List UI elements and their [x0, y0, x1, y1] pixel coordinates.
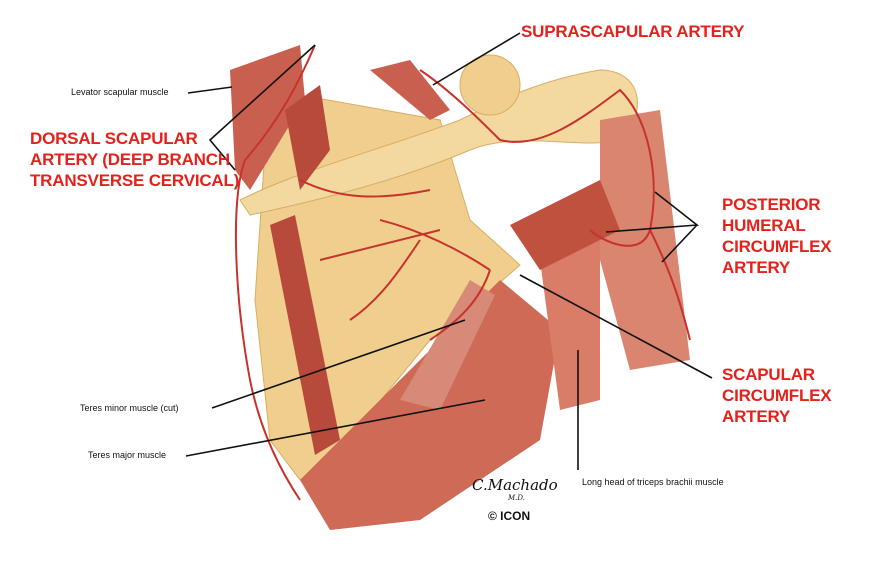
- humeral-head: [459, 54, 521, 116]
- label-levator-scapulae: Levator scapular muscle: [71, 87, 169, 97]
- triceps-long-head: [540, 240, 600, 410]
- label-suprascapular-artery: SUPRASCAPULAR ARTERY: [521, 22, 745, 41]
- label-line: ARTERY: [722, 407, 791, 426]
- label-line: ARTERY: [722, 258, 791, 277]
- label-line: TRANSVERSE CERVICAL): [30, 171, 240, 190]
- label-dorsal-scapular-artery: DORSAL SCAPULAR ARTERY (DEEP BRANCH TRAN…: [30, 128, 239, 191]
- arteries: [234, 44, 691, 501]
- label-line: SCAPULAR: [722, 365, 815, 384]
- label-line: POSTERIOR: [722, 195, 821, 214]
- label-posterior-humeral-circumflex-artery: POSTERIOR HUMERAL CIRCUMFLEX ARTERY: [722, 194, 832, 278]
- label-line: ARTERY (DEEP BRANCH: [30, 150, 230, 169]
- rhomboid-strip: [270, 215, 340, 455]
- infraspinatus-cut: [510, 180, 620, 270]
- leader-lines: [185, 32, 713, 470]
- superior-muscle: [370, 60, 450, 120]
- label-teres-major: Teres major muscle: [88, 450, 167, 460]
- label-line: CIRCUMFLEX: [722, 386, 832, 405]
- scapular-spine: [239, 69, 638, 216]
- label-line: HUMERAL: [722, 216, 806, 235]
- levator-muscle: [230, 45, 305, 190]
- artist-signature: C.Machado: [472, 476, 558, 494]
- copyright-logo: © ICON: [488, 509, 531, 523]
- supraspinatus-cut: [285, 85, 330, 190]
- label-teres-minor: Teres minor muscle (cut): [80, 403, 179, 413]
- label-line: DORSAL SCAPULAR: [30, 129, 198, 148]
- teres-minor-muscle: [400, 280, 495, 410]
- label-scapular-circumflex-artery: SCAPULAR CIRCUMFLEX ARTERY: [722, 364, 832, 427]
- label-line: CIRCUMFLEX: [722, 237, 832, 256]
- label-triceps-long-head: Long head of triceps brachii muscle: [582, 477, 724, 487]
- artist-degree: M.D.: [508, 494, 525, 502]
